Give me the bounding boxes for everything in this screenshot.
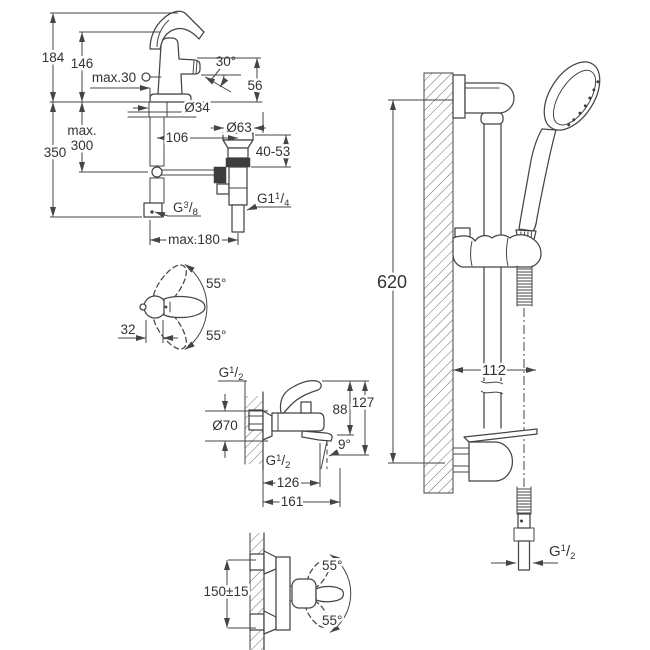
thread-g1-2-hose: G1/2 — [549, 543, 575, 562]
basin-mixer-drawing: 184 146 350 max. 300 max.30 30° 56 Ø34 1… — [39, 10, 293, 250]
thread-g1-2-wall: G1/2 — [219, 365, 244, 383]
lever-top-view-drawing: 55° 55° 32 — [118, 259, 226, 355]
dim-161: 161 — [281, 494, 304, 509]
angle-55-bottom: 55° — [322, 613, 342, 628]
thread-g1-1-4: G11/4 — [257, 191, 289, 209]
dim-70: Ø70 — [212, 418, 238, 433]
hose-end-fitting — [143, 202, 163, 218]
hose-outlet-end — [513, 486, 535, 571]
popup-waste — [213, 132, 254, 233]
dim-126: 126 — [277, 475, 300, 490]
faucet-lever — [149, 10, 205, 50]
bath-mixer-drawing: 9° G1/2 Ø70 88 127 G1/2 126 161 — [205, 365, 377, 512]
mixer-body — [271, 412, 325, 432]
shower-head — [543, 61, 601, 131]
dim-32: 32 — [120, 322, 135, 337]
diverter-knob — [300, 401, 312, 414]
mounting-shank — [148, 101, 168, 118]
dim-620: 620 — [377, 272, 407, 292]
dim-150: 150±15 — [204, 584, 249, 599]
mixer-lever — [279, 380, 322, 414]
dim-max300-line1: max. — [67, 123, 96, 138]
escutcheon-bottom — [263, 610, 277, 635]
supply-hose — [149, 116, 165, 167]
rail-slider-holder — [452, 227, 542, 268]
dim-max300-line2: 300 — [71, 138, 94, 153]
angle-55-bottom: 55° — [206, 328, 226, 343]
mixer-body-front — [275, 556, 291, 631]
mixer-lever-front — [315, 585, 345, 603]
mixer-spout — [301, 430, 333, 442]
angle-55-top: 55° — [322, 558, 342, 573]
dim-127: 127 — [352, 395, 375, 410]
thread-g3-8: G3/8 — [173, 200, 198, 218]
dim-146: 146 — [71, 56, 94, 71]
dim-112: 112 — [482, 362, 506, 379]
dim-34: Ø34 — [184, 100, 210, 115]
angle-55-top: 55° — [206, 276, 226, 291]
union-nut — [248, 409, 264, 431]
hand-shower — [515, 61, 601, 245]
dim-40-53: 40-53 — [256, 144, 291, 159]
dim-106: 106 — [166, 130, 189, 145]
dim-88: 88 — [332, 402, 347, 417]
angle-30: 30° — [216, 54, 236, 69]
faucet-spout — [157, 37, 201, 95]
escutcheon — [262, 410, 273, 441]
dim-184: 184 — [42, 50, 65, 65]
dim-350: 350 — [44, 145, 67, 160]
dim-max30: max.30 — [92, 70, 136, 85]
wall-section — [424, 73, 453, 493]
thread-g1-2-outlet: G1/2 — [266, 453, 291, 471]
wall-section — [250, 533, 264, 650]
dim-63: Ø63 — [226, 120, 252, 135]
dim-max180: max.180 — [168, 232, 220, 247]
shower-handle — [518, 128, 557, 232]
rail-wall-bracket-bottom — [452, 428, 538, 482]
mixer-front-view-drawing: 55° 55° 150±15 — [201, 532, 352, 650]
dim-56: 56 — [247, 78, 262, 93]
popup-knob — [141, 72, 151, 82]
rail-wall-bracket-top — [452, 74, 466, 119]
angle-9: 9° — [338, 437, 351, 452]
escutcheon-top — [263, 550, 277, 575]
shower-rail-drawing: 620 — [374, 61, 601, 571]
shower-hose — [516, 265, 533, 307]
lever-pivot — [143, 295, 167, 319]
lever-boss — [291, 578, 317, 609]
